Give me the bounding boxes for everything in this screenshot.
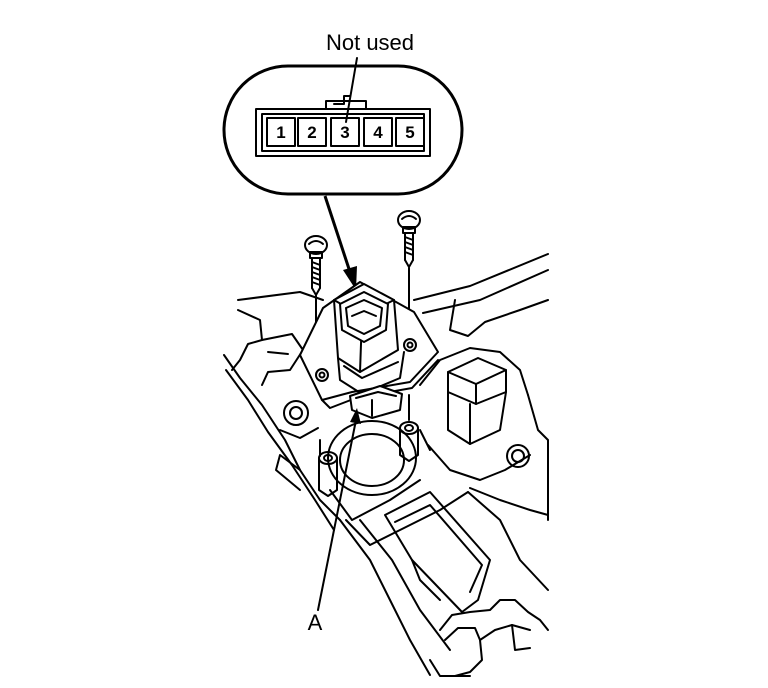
pin-1-label: 1 <box>276 123 285 142</box>
console-floor-tray <box>339 491 549 677</box>
rear-bracket <box>447 357 507 445</box>
not-used-leader <box>345 57 358 123</box>
pin-4-label: 4 <box>373 123 383 142</box>
connector-pins: 1 2 3 4 5 <box>266 117 425 147</box>
not-used-label: Not used <box>326 30 414 55</box>
left-mounting-boss <box>318 439 338 497</box>
callout-a: A <box>308 408 361 635</box>
pin-3-label: 3 <box>340 123 349 142</box>
switch-assembly <box>299 281 439 419</box>
detail-pointer-arrow <box>323 195 357 290</box>
right-mounting-screw <box>397 210 421 331</box>
pin-5-label: 5 <box>405 123 414 142</box>
connector-housing <box>255 108 431 157</box>
right-mounting-boss <box>399 394 419 462</box>
callout-a-label: A <box>308 610 323 635</box>
connector-detail-callout: 1 2 3 4 5 <box>222 64 464 196</box>
pin-2-label: 2 <box>307 123 316 142</box>
